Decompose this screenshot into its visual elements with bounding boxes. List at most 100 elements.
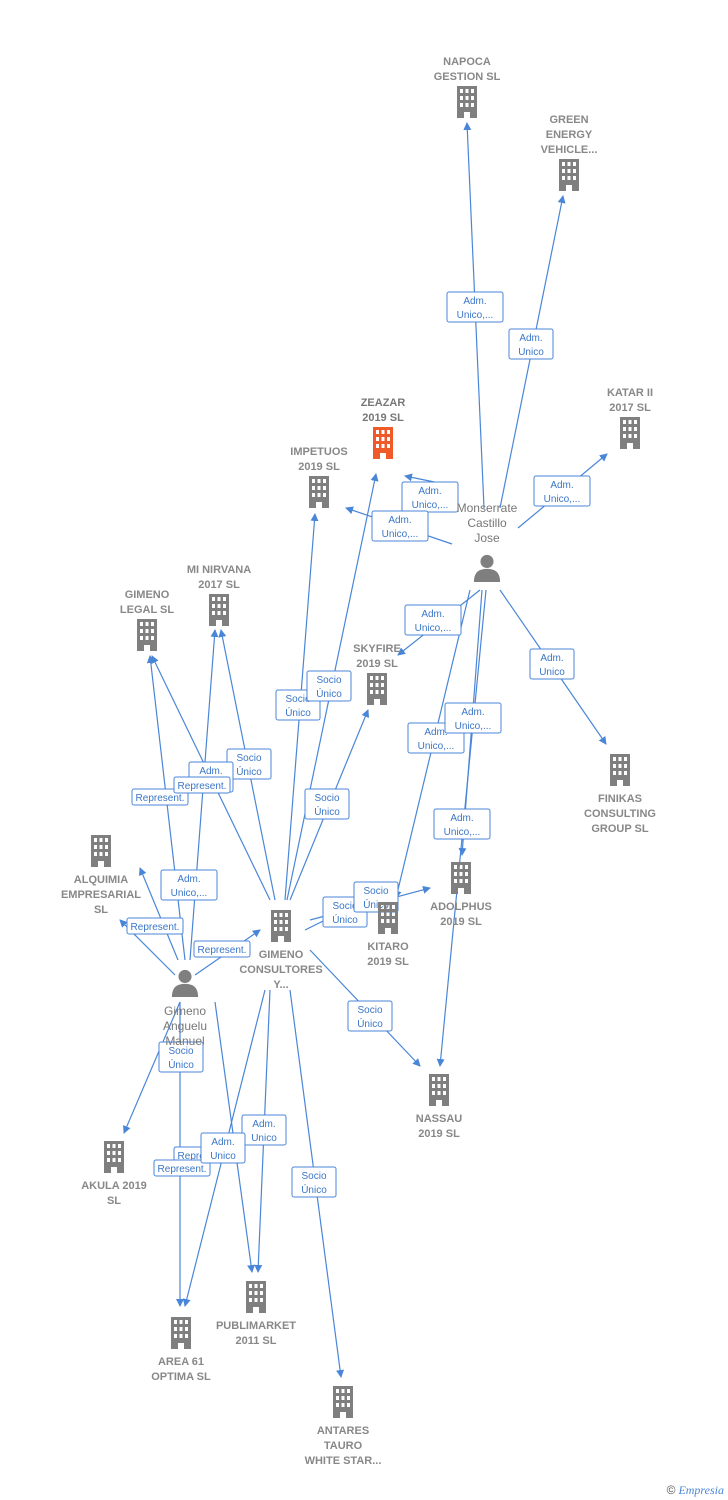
relation-label-box xyxy=(160,869,218,901)
node-label: ANTARES xyxy=(317,1425,369,1437)
building-icon xyxy=(367,673,387,705)
relation-label-0[interactable]: Adm.Unico,... xyxy=(446,291,504,323)
node-label: ADOLPHUS xyxy=(430,901,492,913)
relation-label-text: Socio xyxy=(316,675,341,686)
relation-label-26[interactable]: Adm.Unico xyxy=(241,1114,287,1146)
relation-label-27[interactable]: Adm.Unico xyxy=(200,1132,246,1164)
node-label: IMPETUOS xyxy=(290,446,347,458)
node-label: CONSULTING xyxy=(584,808,656,820)
building-icon xyxy=(137,619,157,651)
relation-label-19[interactable]: Represent. xyxy=(193,940,251,958)
person-icon xyxy=(171,969,199,997)
node-label: 2019 SL xyxy=(356,658,398,670)
node-label: 2019 SL xyxy=(298,461,340,473)
node-label: OPTIMA SL xyxy=(151,1371,211,1383)
relation-label-25[interactable]: Represent. xyxy=(153,1159,211,1177)
relation-label-text: Adm. xyxy=(463,296,486,307)
relation-label-text: Unico xyxy=(251,1133,277,1144)
relation-label-1[interactable]: Adm.Unico xyxy=(508,328,554,360)
building-icon xyxy=(333,1386,353,1418)
relation-label-text: Unico,... xyxy=(415,623,452,634)
relation-edge-gimeno_person-mi_nirvana xyxy=(189,629,219,961)
relation-label-box xyxy=(533,475,591,507)
node-green[interactable]: GREENENERGYVEHICLE... xyxy=(541,114,598,191)
relation-label-4[interactable]: Adm.Unico,... xyxy=(371,510,429,542)
node-impetuos[interactable]: IMPETUOS 2019 SL xyxy=(290,446,348,508)
node-label: Anguelu xyxy=(163,1019,207,1033)
relation-label-17[interactable]: Adm.Unico,... xyxy=(160,869,218,901)
relation-label-14[interactable]: Represent. xyxy=(131,788,189,806)
relation-label-9[interactable]: Adm. Unico,... xyxy=(444,702,502,734)
building-icon xyxy=(209,594,229,626)
relation-label-text: Unico,... xyxy=(455,721,492,732)
node-label: 2019 SL xyxy=(362,412,404,424)
node-label: GROUP SL xyxy=(591,823,649,835)
node-label: SL xyxy=(107,1195,121,1207)
node-label: 2019 SL xyxy=(418,1128,460,1140)
building-icon xyxy=(429,1074,449,1106)
node-label: Y... xyxy=(273,979,288,991)
brand-watermark[interactable]: © Empresia xyxy=(667,1483,724,1498)
relation-label-text: Único xyxy=(332,913,358,926)
relation-label-text: Adm. xyxy=(461,707,484,718)
relation-label-text: Adm. xyxy=(418,486,441,497)
node-label: 2019 SL xyxy=(367,956,409,968)
relation-label-3[interactable]: Adm.Unico,... xyxy=(401,481,459,513)
relation-label-text: Socio xyxy=(236,753,261,764)
relation-label-text: Socio xyxy=(168,1046,193,1057)
relation-label-box xyxy=(153,1159,211,1177)
relation-label-text: Adm. xyxy=(424,727,447,738)
relation-label-text: Unico,... xyxy=(444,827,481,838)
node-label: EMPRESARIAL xyxy=(61,889,141,901)
relation-label-18[interactable]: Represent. xyxy=(126,917,184,935)
relation-label-5[interactable]: Adm.Unico,... xyxy=(404,604,462,636)
building-icon xyxy=(457,86,477,118)
relation-label-box xyxy=(347,1000,393,1032)
relation-label-6[interactable]: Adm.Unico xyxy=(529,648,575,680)
node-gimeno_consultores[interactable]: GIMENOCONSULTORESY... xyxy=(239,910,323,991)
relation-label-7[interactable]: Adm.Unico,... xyxy=(433,808,491,840)
relation-label-text: Socio xyxy=(314,793,339,804)
relation-label-16[interactable]: Represent. xyxy=(173,776,231,794)
relation-label-box xyxy=(306,670,352,702)
building-icon xyxy=(309,476,329,508)
relation-label-box xyxy=(401,481,459,513)
node-label: GREEN xyxy=(549,114,588,126)
building-icon xyxy=(104,1141,124,1173)
relation-label-text: Adm. xyxy=(211,1137,234,1148)
relation-label-text: Represent. xyxy=(158,1164,207,1175)
relation-label-text: Único xyxy=(236,765,262,778)
relation-label-text: Represent. xyxy=(131,922,180,933)
relation-label-box xyxy=(291,1166,337,1198)
relation-label-text: Unico,... xyxy=(418,741,455,752)
relation-label-box xyxy=(508,328,554,360)
relation-label-2[interactable]: Adm.Unico,... xyxy=(533,475,591,507)
node-label: KITARO xyxy=(367,941,409,953)
node-kitaro[interactable]: KITARO 2019 SL xyxy=(367,902,409,968)
node-label: Castillo xyxy=(467,516,507,530)
relation-label-text: Socio xyxy=(332,901,357,912)
node-label: 2017 SL xyxy=(198,579,240,591)
